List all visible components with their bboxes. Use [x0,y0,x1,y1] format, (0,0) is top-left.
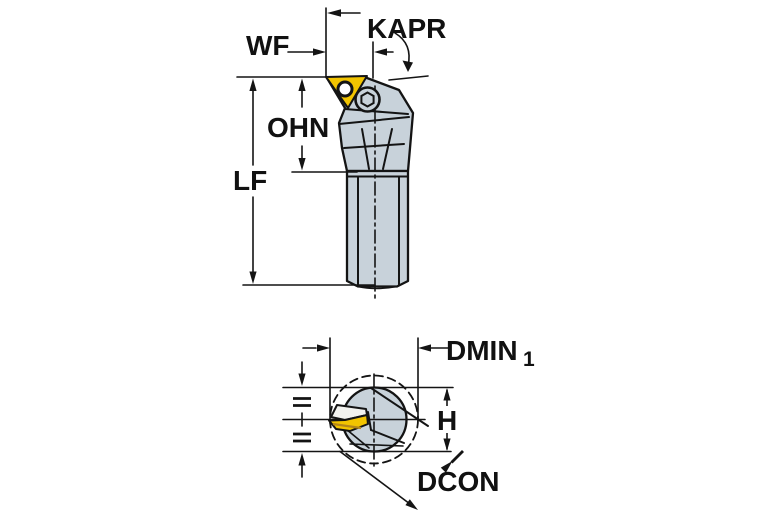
side-view: KAPR WF OHN LF [233,7,446,299]
h-arrowhead-down-icon [443,438,451,451]
h-arrowhead-up-icon [443,388,451,401]
wf-arrowhead-left-icon [313,48,326,56]
lf-arrowhead-top-icon [249,78,257,91]
wf-arrowhead-right-icon [374,48,387,56]
neck-cone-line-right [382,128,393,170]
pocket-line-2 [370,429,405,444]
equal-mark-top [293,397,311,407]
lf-label: LF [233,165,267,196]
dcon-diagonal-line [339,450,411,505]
pocket-line-1 [367,411,372,431]
dmin-arrowhead-left-icon [317,344,330,352]
equal-mark-bottom [293,432,311,443]
head-facet-line-3 [343,143,405,149]
head-facet-line-2 [338,116,410,125]
clamp-screw [354,86,381,113]
symmetry-arrowhead-down-icon [298,373,306,386]
end-view: DMIN 1 H DCON [282,335,535,510]
h-label-backing [433,406,460,433]
head-facet-line-1 [344,108,409,115]
dcon-diagonal-arrowhead-icon [405,499,418,510]
symmetry-arrowhead-up-icon [298,453,306,466]
kapr-arrowhead-icon [327,9,341,17]
ohn-arrowhead-top-icon [298,78,306,91]
section-diagonal [345,428,370,449]
h-label: H [437,405,457,436]
dmin-subscript: 1 [523,348,535,371]
kapr-base-line [388,75,429,81]
screw-hex-socket-icon [360,91,375,108]
lf-arrowhead-bottom-icon [249,271,257,284]
dcon-leader-arrowhead-icon [440,461,453,473]
insert-shadow-line [332,422,362,430]
kapr-arc-arrowhead-icon [402,60,413,72]
ohn-arrowhead-bottom-icon [298,158,306,171]
head-face-diagonal [370,387,429,427]
wf-label: WF [246,30,290,61]
neck-cone-line-left [361,128,370,170]
dmin-arrowhead-right-icon [418,344,431,352]
dmin-label: DMIN [446,335,518,366]
shank-bottom-arc [357,285,398,290]
section-chord [349,443,404,447]
insert-hole [336,80,354,98]
dcon-oblique-tick [450,450,464,464]
ohn-label: OHN [267,112,329,143]
dcon-label: DCON [417,466,499,497]
kapr-label: KAPR [367,13,446,44]
